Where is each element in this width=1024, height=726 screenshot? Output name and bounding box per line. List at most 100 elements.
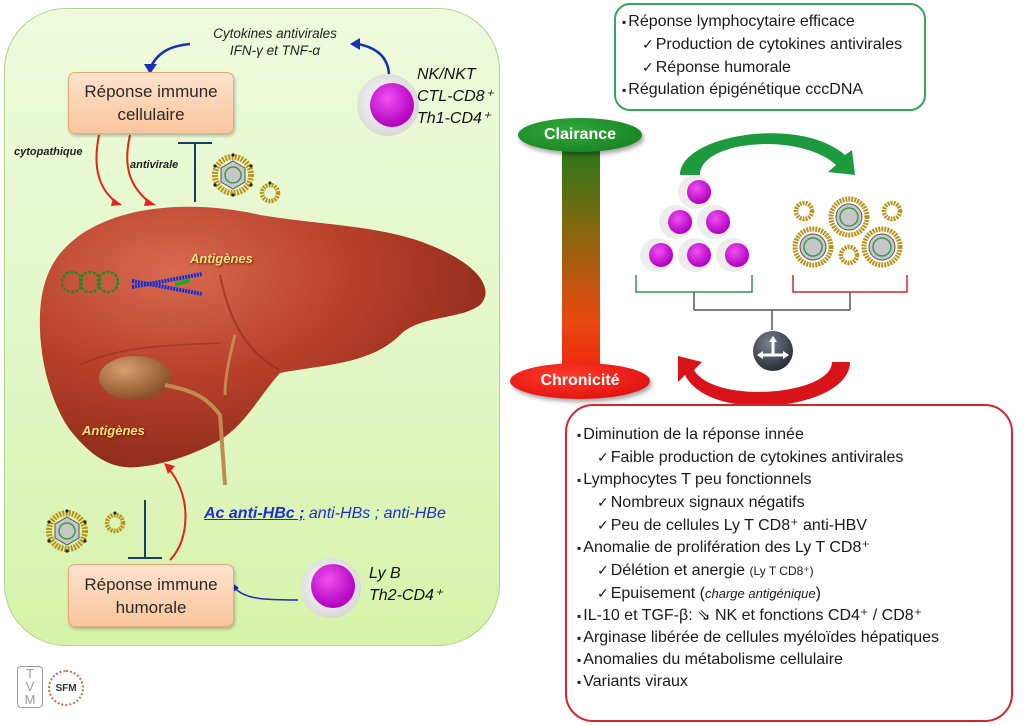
chronicity-list-item: ▪Diminution de la réponse innée bbox=[577, 424, 1011, 446]
chronicity-list-item-text: Arginase libérée de cellules myéloïdes h… bbox=[583, 629, 940, 646]
humoral-response-box: Réponse immune humorale bbox=[68, 564, 234, 627]
clearance-list-item-text: Réponse lymphocytaire efficace bbox=[628, 13, 855, 30]
cellular-response-box: Réponse immune cellulaire bbox=[68, 72, 234, 134]
chronicity-list-item: ✓Epuisement (charge antigénique) bbox=[577, 582, 1011, 605]
chronicity-list-item-text: Nombreux signaux négatifs bbox=[610, 494, 805, 511]
humoral-response-line2: humorale bbox=[115, 597, 187, 617]
check-bullet-icon: ✓ bbox=[597, 562, 609, 578]
lymphocyte-icon bbox=[678, 175, 712, 209]
balance-cycle bbox=[635, 133, 908, 406]
chronicity-list-item-note: charge antigénique bbox=[705, 586, 816, 601]
chronicity-list-item: ✓Délétion et anergie (Ly T CD8⁺) bbox=[577, 559, 1011, 582]
antibodies-label: Ac anti-HBc ; anti-HBs ; anti-HBe bbox=[204, 505, 446, 523]
chronicity-list-item: ▪Lymphocytes T peu fonctionnels bbox=[577, 469, 1011, 491]
lymphocyte-icon bbox=[697, 205, 731, 239]
green-cycle-arrow bbox=[680, 133, 855, 175]
check-bullet-icon: ✓ bbox=[642, 59, 654, 75]
chronicity-list-item: ▪Arginase libérée de cellules myéloïdes … bbox=[577, 627, 1011, 649]
humoral-effectors-label: Ly B Th2-CD4⁺ bbox=[369, 563, 442, 607]
chronicity-list-item-text: Faible production de cytokines antiviral… bbox=[610, 449, 904, 466]
virus-cluster-icon bbox=[792, 196, 903, 268]
clearance-list-item: ✓Production de cytokines antivirales bbox=[622, 33, 924, 56]
check-bullet-icon: ✓ bbox=[597, 494, 609, 510]
effector-cell-icon bbox=[357, 74, 419, 136]
gallbladder bbox=[99, 356, 171, 400]
effector-lyb: Ly B bbox=[369, 565, 401, 582]
clearance-list-item-text: Production de cytokines antivirales bbox=[655, 36, 903, 53]
check-bullet-icon: ✓ bbox=[597, 585, 609, 601]
square-bullet-icon: ▪ bbox=[622, 83, 627, 97]
effector-th2: Th2-CD4⁺ bbox=[369, 587, 443, 604]
humoral-response-line1: Réponse immune bbox=[84, 574, 218, 594]
antibody-rest: anti-HBs ; anti-HBe bbox=[304, 505, 446, 522]
check-bullet-icon: ✓ bbox=[642, 36, 654, 52]
balance-switch-icon[interactable] bbox=[752, 330, 794, 372]
cellular-response-line1: Réponse immune bbox=[84, 82, 218, 101]
chronicity-list-item-note: (Ly T CD8⁺) bbox=[749, 564, 814, 578]
chronicity-list-item-text: Délétion et anergie bbox=[610, 562, 746, 579]
chronicity-list-item-text: Diminution de la réponse innée bbox=[583, 426, 804, 443]
chronicity-list-item-text: Peu de cellules Ly T CD8⁺ anti-HBV bbox=[610, 517, 868, 534]
hbv-virion-icon bbox=[792, 226, 834, 268]
liver-illustration bbox=[39, 206, 486, 486]
b-cell-icon bbox=[301, 558, 361, 618]
hbv-virion-icon-bottom bbox=[46, 509, 88, 553]
chronicity-list-item: ▪Variants viraux bbox=[577, 671, 1011, 693]
red-cycle-arrow bbox=[678, 356, 850, 406]
hbsag-particle-icon bbox=[881, 200, 903, 222]
cellular-response-line2: cellulaire bbox=[117, 105, 185, 124]
sfm-logo: SFM bbox=[48, 670, 84, 706]
effector-ctl: CTL-CD8⁺ bbox=[417, 88, 494, 105]
clearance-list-item: ▪Réponse lymphocytaire efficace bbox=[622, 11, 924, 33]
chronicity-factors-box: ▪Diminution de la réponse innée✓Faible p… bbox=[565, 404, 1013, 722]
clearance-chronicity-scale bbox=[562, 135, 600, 380]
chronicity-list-item-tail: ) bbox=[815, 585, 821, 602]
chronicity-list-item-text: Anomalies du métabolisme cellulaire bbox=[583, 651, 843, 668]
effector-th1: Th1-CD4⁺ bbox=[417, 110, 491, 127]
chronicity-list-item: ▪Anomalies du métabolisme cellulaire bbox=[577, 649, 1011, 671]
cccdna-icon bbox=[60, 270, 120, 294]
lymphocyte-icon bbox=[678, 238, 712, 272]
chronicity-list-item: ▪Anomalie de prolifération des Ly T CD8⁺ bbox=[577, 537, 1011, 559]
square-bullet-icon: ▪ bbox=[577, 675, 582, 689]
hbsag-particle-icon bbox=[838, 244, 860, 266]
clearance-factors-box: ▪Réponse lymphocytaire efficace✓Producti… bbox=[614, 3, 926, 111]
lymphocyte-icon bbox=[716, 238, 750, 272]
check-bullet-icon: ✓ bbox=[597, 517, 609, 533]
cytopathic-label: cytopathique bbox=[14, 146, 83, 158]
lymphocyte-icon bbox=[640, 238, 674, 272]
check-bullet-icon: ✓ bbox=[597, 449, 609, 465]
hbv-virion-icon bbox=[861, 226, 903, 268]
antigens-label-top: Antigènes bbox=[190, 251, 253, 266]
hbv-virion-icon bbox=[828, 196, 870, 238]
effector-nk: NK/NKT bbox=[417, 66, 476, 83]
lymphocyte-icon bbox=[659, 205, 693, 239]
chronicity-list-item-text: Anomalie de prolifération des Ly T CD8⁺ bbox=[583, 539, 870, 556]
square-bullet-icon: ▪ bbox=[577, 473, 582, 487]
clearance-label: Clairance bbox=[518, 118, 642, 152]
hbsag-particle-icon bbox=[259, 181, 281, 204]
cytokines-line1: Cytokines antivirales bbox=[213, 26, 337, 41]
tvm-logo: T V M bbox=[17, 666, 43, 708]
antigens-label-bottom: Antigènes bbox=[82, 423, 145, 438]
antibody-main: Ac anti-HBc ; bbox=[204, 505, 305, 522]
clearance-list-item-text: Réponse humorale bbox=[655, 59, 791, 76]
chronicity-list-item-text: IL-10 et TGF-β: ⇘ NK et fonctions CD4⁺ /… bbox=[583, 607, 923, 624]
chronicity-list-item: ✓Faible production de cytokines antivira… bbox=[577, 446, 1011, 469]
square-bullet-icon: ▪ bbox=[577, 631, 582, 645]
hbsag-particle-icon-bottom bbox=[104, 511, 126, 534]
clearance-list-item-text: Régulation épigénétique cccDNA bbox=[628, 81, 864, 98]
cellular-effectors-label: NK/NKT CTL-CD8⁺ Th1-CD4⁺ bbox=[417, 64, 493, 130]
chronicity-list-item-text: Variants viraux bbox=[583, 673, 688, 690]
clearance-list-item: ✓Réponse humorale bbox=[622, 56, 924, 79]
hbv-virion-icon bbox=[212, 153, 254, 197]
square-bullet-icon: ▪ bbox=[577, 541, 582, 555]
cytokines-label: Cytokines antivirales IFN-γ et TNF-α bbox=[190, 25, 360, 59]
hbsag-particle-icon bbox=[793, 200, 815, 222]
chronicity-list-item: ▪IL-10 et TGF-β: ⇘ NK et fonctions CD4⁺ … bbox=[577, 605, 1011, 627]
clearance-list-item: ▪Régulation épigénétique cccDNA bbox=[622, 79, 924, 101]
square-bullet-icon: ▪ bbox=[577, 428, 582, 442]
chronicity-list-item: ✓Peu de cellules Ly T CD8⁺ anti-HBV bbox=[577, 514, 1011, 537]
lymphocyte-pyramid-icon bbox=[640, 175, 750, 272]
liver-shape bbox=[39, 206, 486, 468]
